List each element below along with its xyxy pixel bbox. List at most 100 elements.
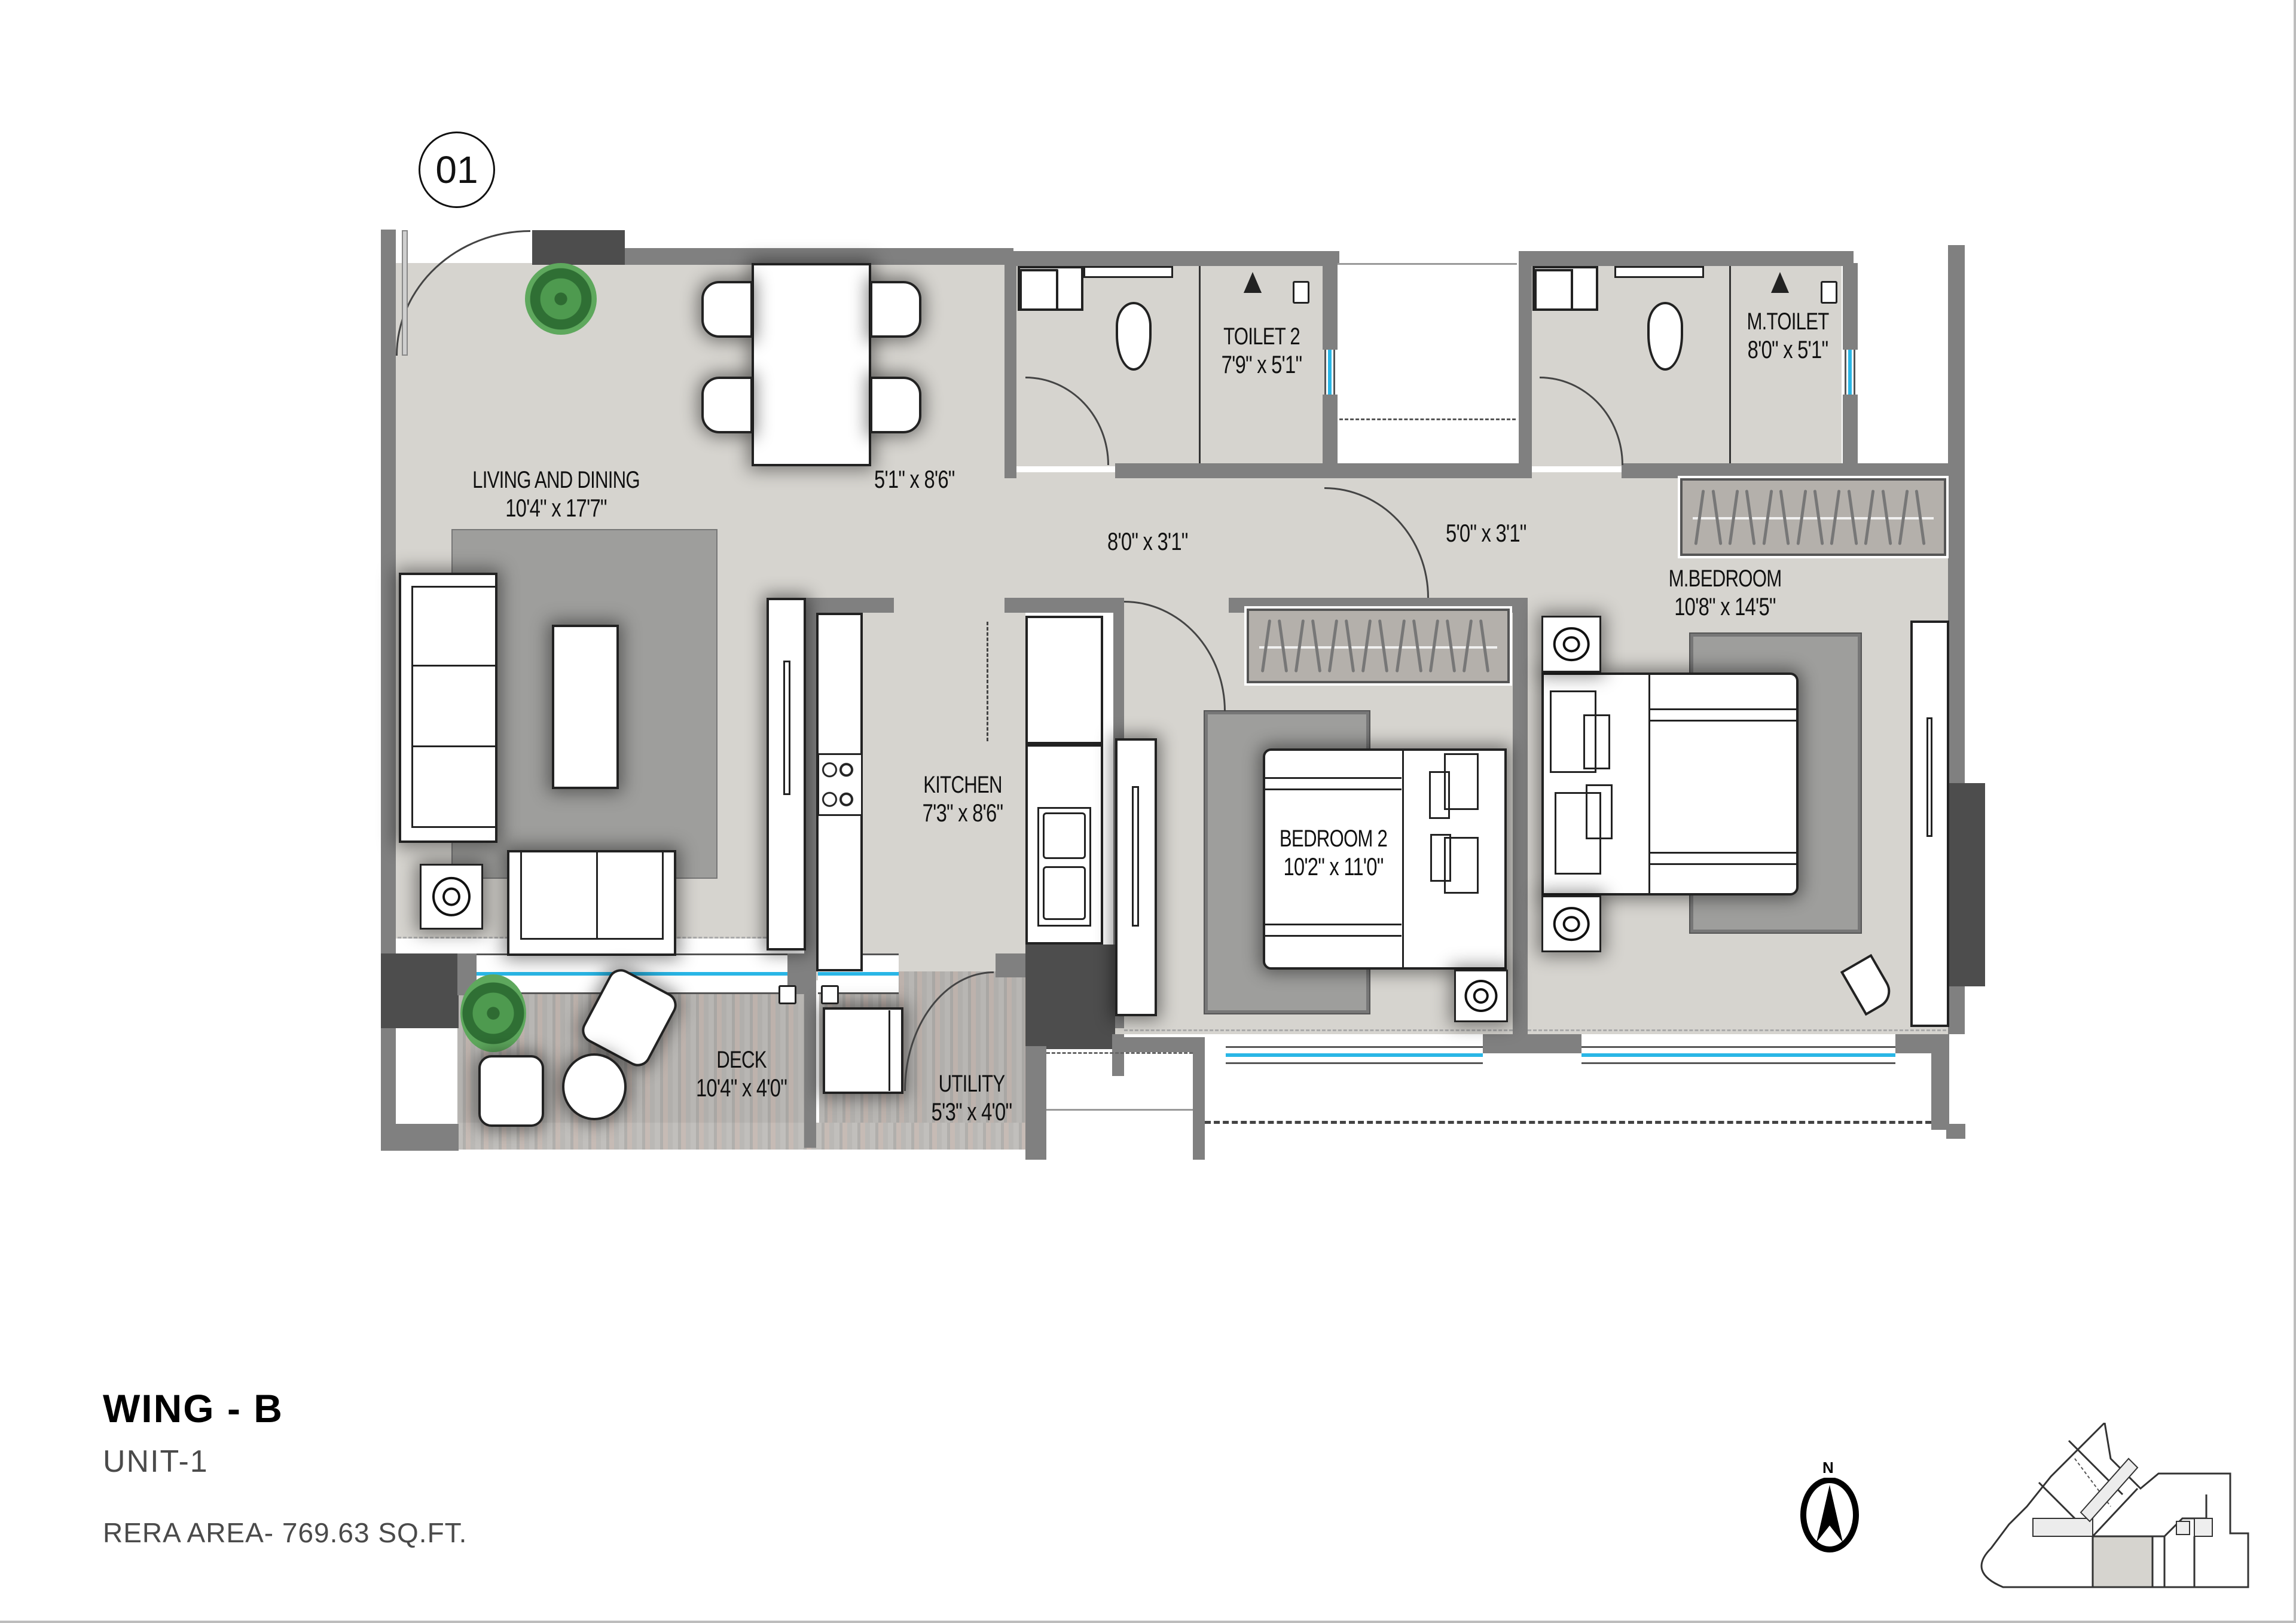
unit-number-badge: 01 xyxy=(419,132,495,208)
bedside-lamp-icon xyxy=(1454,970,1508,1022)
wall-m-toilet-top xyxy=(1519,251,1854,266)
room-label-deck: DECK 10'4" x 4'0" xyxy=(690,1046,793,1102)
pillow xyxy=(1430,834,1451,882)
toilet-2-wash-basin xyxy=(1019,269,1058,311)
bed-headboard-divider xyxy=(1402,748,1404,970)
dining-chair xyxy=(870,377,921,433)
utility-drain-icon xyxy=(778,985,796,1004)
kitchen-door-fold[interactable] xyxy=(987,622,1022,741)
room-label-m-bedroom: M.BEDROOM 10'8" x 14'5" xyxy=(1655,565,1795,621)
room-label-kitchen: KITCHEN 7'3" x 8'6" xyxy=(911,771,1014,827)
passage-1-size: 5'1" x 8'6" xyxy=(874,465,955,493)
wall-kitchen-left-top xyxy=(804,598,894,613)
north-label: N xyxy=(1822,1459,1834,1477)
three-seater-sofa xyxy=(399,573,497,843)
toilet-2-cistern xyxy=(1083,266,1173,278)
bed-stripe xyxy=(1649,708,1797,722)
bedroom-2-curtain-line xyxy=(1124,1029,1513,1031)
deck-edge xyxy=(457,1123,1025,1150)
entry-door-leaf xyxy=(402,230,408,356)
sink-bowl xyxy=(1043,866,1086,920)
wall-toilet-2-top xyxy=(1004,251,1339,266)
sofa-cushion xyxy=(411,667,496,747)
m-toilet-partition xyxy=(1729,266,1731,463)
entry-door-swing[interactable] xyxy=(396,230,530,356)
wall-staircase-right xyxy=(1193,1052,1205,1160)
shaft-dashed-cross xyxy=(1339,418,1516,463)
room-label-utility: UTILITY 5'3" x 4'0" xyxy=(920,1070,1023,1126)
m-toilet-shaft xyxy=(1858,263,1947,463)
key-plan xyxy=(1980,1423,2249,1588)
wall-staircase-left xyxy=(1025,1046,1046,1160)
room-size: 7'3" x 8'6" xyxy=(922,799,1003,827)
bedside-lamp-icon xyxy=(1541,895,1601,952)
pillow xyxy=(1444,753,1479,810)
m-toilet-wc xyxy=(1647,302,1683,371)
wardrobe-rail xyxy=(1693,517,1934,519)
room-size: 10'2" x 11'0" xyxy=(1283,852,1384,881)
room-size: 10'8" x 14'5" xyxy=(1674,592,1776,621)
bedroom-2-wardrobe xyxy=(1244,606,1512,686)
column-top-left xyxy=(532,230,625,265)
bed-headboard-divider xyxy=(1648,673,1650,895)
staircase-line-2 xyxy=(1046,1109,1193,1111)
toilet-2-floor-trap xyxy=(1293,281,1309,304)
room-name: M.BEDROOM xyxy=(1668,566,1782,592)
pillow xyxy=(1550,690,1596,773)
sink-icon xyxy=(1037,807,1091,927)
wall-deck-bottom-left xyxy=(381,1124,459,1151)
kitchen-counter-right-upper xyxy=(1025,616,1103,744)
room-label-m-toilet: M.TOILET 8'0" x 5'1" xyxy=(1732,308,1843,364)
room-size: 10'4" x 17'7" xyxy=(505,494,607,522)
bedside-lamp-icon xyxy=(1541,616,1601,673)
deck-divider-wall xyxy=(804,971,816,1130)
hob-icon xyxy=(817,753,863,816)
room-name: UTILITY xyxy=(938,1071,1005,1097)
pillow xyxy=(1586,784,1613,839)
passage-3-size: 5'0" x 3'1" xyxy=(1446,519,1526,547)
m-toilet-floor-trap xyxy=(1821,281,1837,304)
wall-m-bedroom-bottom-left xyxy=(1528,1034,1581,1053)
sofa-cushion xyxy=(520,850,598,940)
wardrobe-rail xyxy=(1259,646,1497,649)
wall-kitchen-right-top xyxy=(1004,598,1118,613)
wall-bedroom-2-bottom-right xyxy=(1483,1034,1528,1053)
column-kitchen xyxy=(1025,945,1115,1049)
room-label-toilet-2: TOILET 2 7'9" x 5'1" xyxy=(1205,323,1317,379)
deck-round-table xyxy=(562,1053,627,1120)
compass-icon xyxy=(1800,1478,1859,1552)
room-name: DECK xyxy=(716,1047,767,1073)
washing-machine-panel xyxy=(889,1010,900,1091)
pillow xyxy=(1555,792,1601,875)
m-bedroom-wardrobe xyxy=(1678,476,1949,558)
plant-icon xyxy=(525,263,597,335)
dining-chair xyxy=(701,281,753,338)
passage-2-size: 8'0" x 3'1" xyxy=(1107,527,1188,555)
tv xyxy=(783,661,790,795)
room-name: BEDROOM 2 xyxy=(1279,826,1388,852)
wall-m-toilet-left xyxy=(1519,263,1532,478)
bedroom-2-tv xyxy=(1132,786,1139,927)
room-name: M.TOILET xyxy=(1747,308,1829,335)
toilet-2-window xyxy=(1324,350,1335,395)
sofa-cushion xyxy=(598,850,664,940)
wall-top-living xyxy=(625,248,1013,265)
utility-drain-icon xyxy=(821,985,839,1004)
wall-right-bottom xyxy=(1946,1124,1965,1139)
m-bedroom-curtain-line xyxy=(1528,1029,1946,1031)
room-size: 7'9" x 5'1" xyxy=(1221,350,1302,378)
wall-shaft-bottom xyxy=(1338,463,1523,478)
sink-bowl xyxy=(1043,812,1086,859)
wall-bedroom-divider xyxy=(1513,598,1528,1037)
room-size: 8'0" x 5'1" xyxy=(1747,335,1828,363)
room-name: LIVING AND DINING xyxy=(472,467,640,493)
m-bedroom-tv xyxy=(1926,717,1932,837)
column-deck-left xyxy=(381,953,459,1028)
m-toilet-cistern xyxy=(1614,266,1704,278)
column-right xyxy=(1948,783,1985,986)
room-size: 10'4" x 4'0" xyxy=(695,1074,787,1102)
wall-m-bedroom-bottom-right xyxy=(1895,1034,1949,1053)
sofa-cushion xyxy=(411,586,496,667)
pillow xyxy=(1429,771,1450,819)
